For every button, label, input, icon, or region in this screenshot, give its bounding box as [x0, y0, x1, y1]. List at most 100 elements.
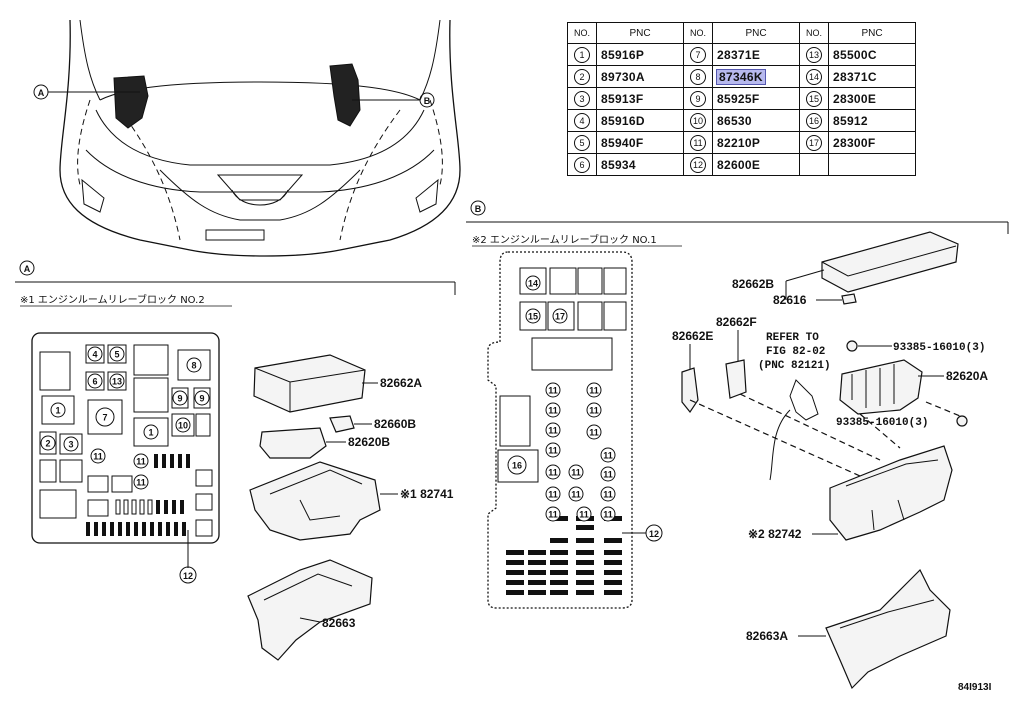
pnc-number-cell: 12	[683, 153, 713, 176]
label-bolt-2: 93385-16010(3)	[836, 417, 928, 429]
part-82662b-cover	[785, 231, 959, 300]
bolt-1	[846, 340, 892, 352]
position-number-circle	[109, 373, 125, 389]
pnc-code-cell[interactable]: 28300E	[828, 87, 916, 110]
pnc-code[interactable]: 85916P	[601, 47, 645, 62]
pnc-code[interactable]: 85913F	[601, 91, 644, 106]
position-number: 1	[148, 428, 153, 438]
pnc-code-cell[interactable]	[828, 153, 916, 176]
part-82663a-lower-case	[798, 568, 951, 690]
pnc-code[interactable]: 85500C	[833, 47, 877, 62]
pnc-code[interactable]: 28300F	[833, 135, 876, 150]
position-number: 4	[92, 350, 97, 360]
callout-b-label: B	[424, 96, 431, 106]
pnc-number: 2	[574, 68, 590, 85]
position-number: 7	[102, 413, 107, 423]
position-number: 11	[589, 386, 599, 396]
pnc-number: 15	[806, 90, 822, 107]
pnc-code[interactable]: 28371C	[833, 69, 877, 84]
pnc-code[interactable]: 85912	[833, 113, 868, 128]
pnc-number: 13	[806, 46, 822, 63]
section-b-title: ※2 エンジンルームリレーブロック NO.1	[472, 233, 657, 246]
label-82662b: 82662B	[732, 277, 774, 291]
position-number-circle	[87, 373, 103, 389]
pnc-code-cell[interactable]: 85916P	[596, 43, 684, 66]
pnc-code-cell[interactable]: 85934	[596, 153, 684, 176]
pnc-code[interactable]: 85934	[601, 157, 636, 172]
position-number-circle	[600, 447, 616, 463]
section-a-title: ※1 エンジンルームリレーブロック NO.2	[20, 293, 205, 306]
pnc-code[interactable]: 28371E	[717, 47, 761, 62]
pnc-code-cell[interactable]: 28300F	[828, 131, 916, 154]
position-number: 11	[548, 386, 558, 396]
position-number: 1	[55, 406, 60, 416]
position-number: 11	[571, 468, 581, 478]
position-number: 11	[589, 428, 599, 438]
pnc-code-cell[interactable]: 85940F	[596, 131, 684, 154]
position-number-circle	[194, 390, 210, 406]
position-number: 11	[579, 510, 589, 520]
relay-block-no2-layout	[31, 332, 220, 568]
position-number: 6	[92, 377, 97, 387]
position-number-circle	[545, 506, 561, 522]
pnc-code[interactable]: 89730A	[601, 69, 645, 84]
pnc-number-cell: 2	[567, 65, 597, 88]
pnc-code-cell[interactable]: 85925F	[712, 87, 800, 110]
position-number: 11	[548, 468, 558, 478]
position-number: 17	[555, 312, 565, 322]
part-82660b-relay	[329, 415, 372, 433]
pnc-code[interactable]: 28300E	[833, 91, 877, 106]
label-82662a: 82662A	[380, 376, 422, 390]
position-number-circle	[586, 424, 602, 440]
pnc-code-cell[interactable]: 87346K	[712, 65, 800, 88]
position-number-circle	[576, 506, 592, 522]
diagram-id: 84I913I	[958, 682, 992, 693]
part-82662f-connector	[725, 359, 747, 399]
part-82620b-bracket	[259, 427, 346, 459]
pnc-number: 4	[574, 112, 590, 129]
pnc-number: 16	[806, 112, 822, 129]
pnc-table-row: 1 85916P 7 28371E 13 85500C	[567, 43, 916, 66]
part-82662e-connector	[681, 367, 699, 414]
pnc-code[interactable]: 82600E	[717, 157, 761, 172]
dashed-assembly-lines	[689, 393, 961, 477]
pnc-code[interactable]: 86530	[717, 113, 752, 128]
label-82616: 82616	[773, 293, 807, 307]
pnc-code[interactable]: 82210P	[717, 135, 761, 150]
label-82663: 82663	[322, 616, 356, 630]
position-number: 11	[548, 406, 558, 416]
pnc-code[interactable]: 85940F	[601, 135, 644, 150]
position-number-circle	[552, 308, 568, 324]
position-number-circle	[133, 474, 149, 490]
pnc-code-cell[interactable]: 82600E	[712, 153, 800, 176]
position-number-circle	[586, 402, 602, 418]
pnc-code[interactable]: 85925F	[717, 91, 760, 106]
pnc-number-cell: 1	[567, 43, 597, 66]
position-number-circle	[545, 422, 561, 438]
position-number-circle	[175, 417, 191, 433]
refer-line-1: REFER TO	[766, 332, 819, 344]
pnc-number: 11	[690, 134, 706, 151]
label-82742: ※2 82742	[748, 527, 802, 541]
pnc-code-cell[interactable]: 86530	[712, 109, 800, 132]
part-82741-block	[249, 461, 398, 541]
pnc-number: 7	[690, 46, 706, 63]
section-b-marker: B	[475, 204, 482, 214]
position-number-circle	[600, 506, 616, 522]
label-82662f: 82662F	[716, 315, 757, 329]
position-number: 5	[114, 350, 119, 360]
position-number-circle	[133, 453, 149, 469]
label-bolt-1: 93385-16010(3)	[893, 342, 985, 354]
pnc-code[interactable]: 85916D	[601, 113, 645, 128]
position-number: 11	[603, 510, 613, 520]
pnc-code-cell[interactable]: 85500C	[828, 43, 916, 66]
position-number-circle	[586, 382, 602, 398]
position-number-circle	[600, 486, 616, 502]
position-number: 11	[548, 446, 558, 456]
pnc-code[interactable]: 87346K	[716, 68, 766, 85]
label-82620b: 82620B	[348, 435, 390, 449]
